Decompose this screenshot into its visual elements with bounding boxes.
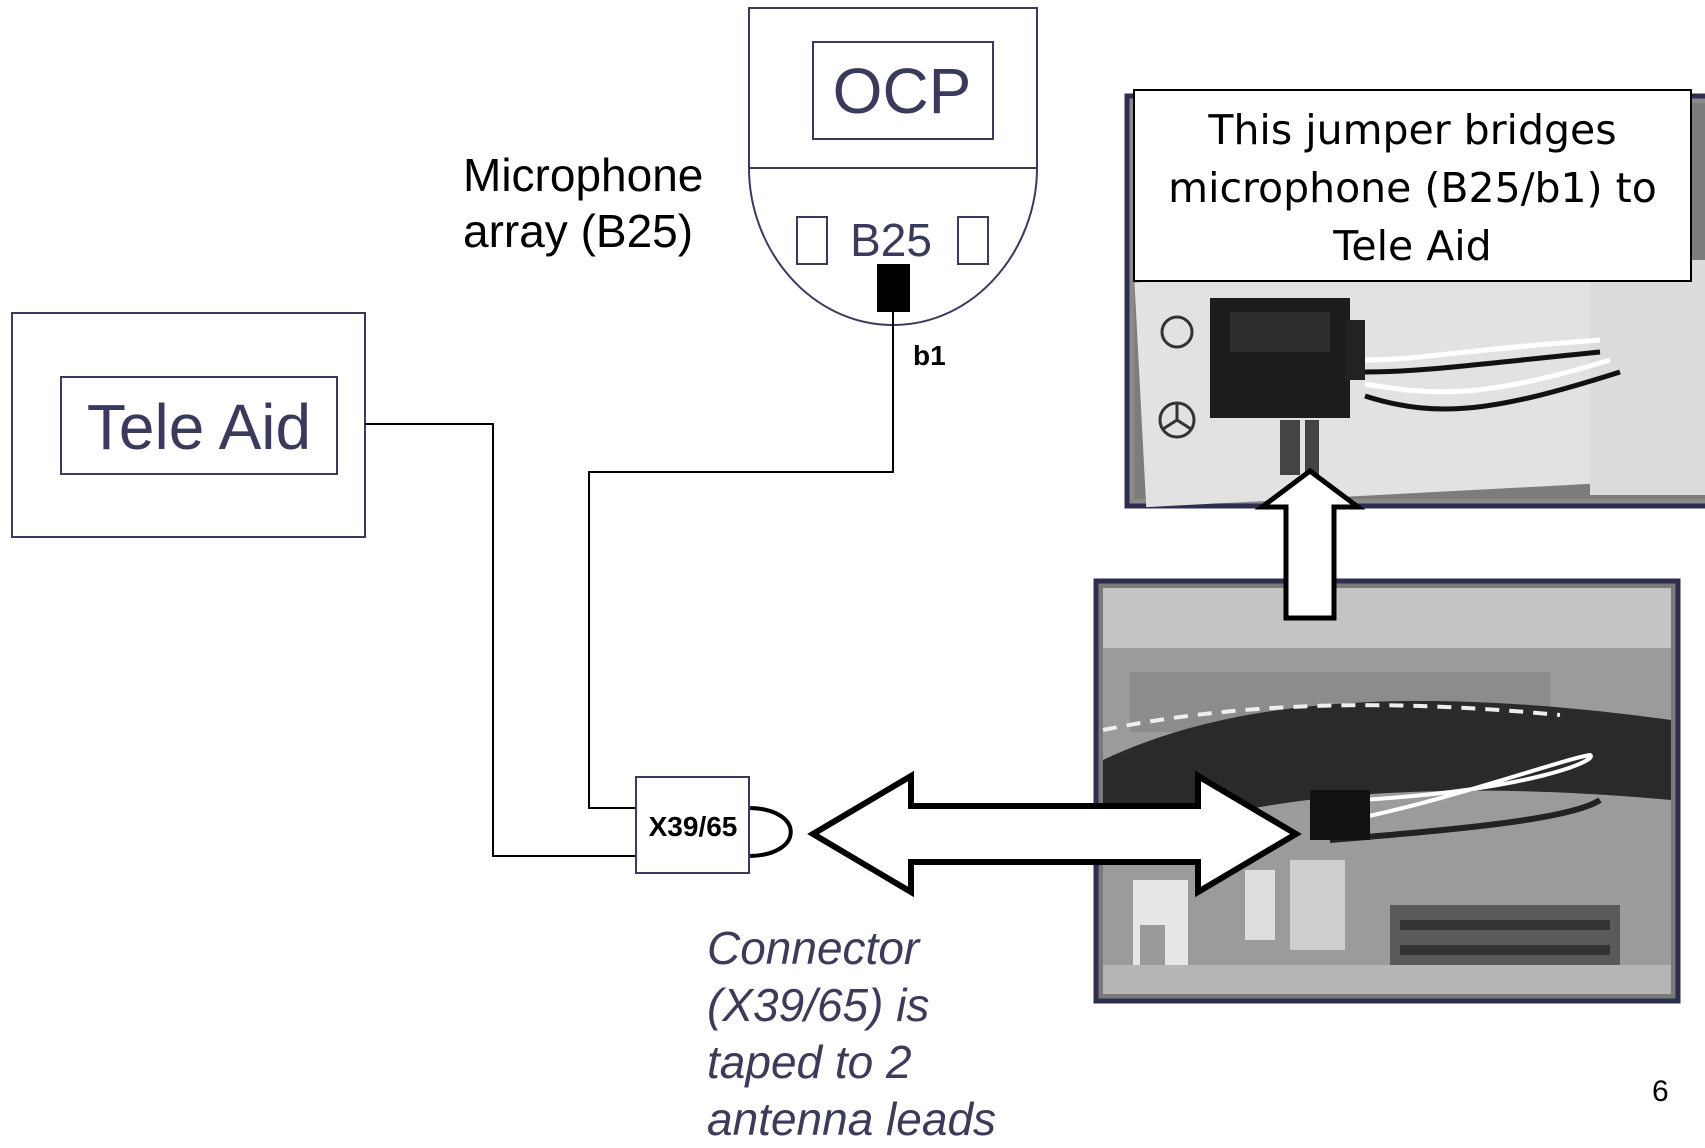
wiring <box>365 312 894 857</box>
b1-pin <box>877 264 910 312</box>
connector-label: X39/65 <box>649 811 738 842</box>
ocp-label: OCP <box>833 55 972 127</box>
microphone-array-label: Microphone array (B25) <box>463 149 704 257</box>
jumper-callout: This jumper bridges microphone (B25/b1) … <box>1133 89 1692 282</box>
mic-port-left <box>796 216 828 265</box>
double-arrow-icon <box>807 770 1302 898</box>
connector-x39-65: X39/65 <box>635 776 793 874</box>
b1-label: b1 <box>913 340 946 371</box>
ocp-unit: OCP B25 <box>748 7 1038 327</box>
tele-aid-module: Tele Aid <box>11 312 366 538</box>
b25-label: B25 <box>850 214 932 266</box>
page-number: 6 <box>1652 1075 1669 1108</box>
tele-aid-label: Tele Aid <box>87 391 311 463</box>
up-arrow-icon <box>1254 467 1366 621</box>
mic-port-right <box>957 216 989 265</box>
connector-caption: Connector (X39/65) is taped to 2 antenna… <box>707 922 997 1145</box>
harness-photo <box>1093 578 1681 1004</box>
callout-text: This jumper bridges microphone (B25/b1) … <box>1168 106 1657 270</box>
